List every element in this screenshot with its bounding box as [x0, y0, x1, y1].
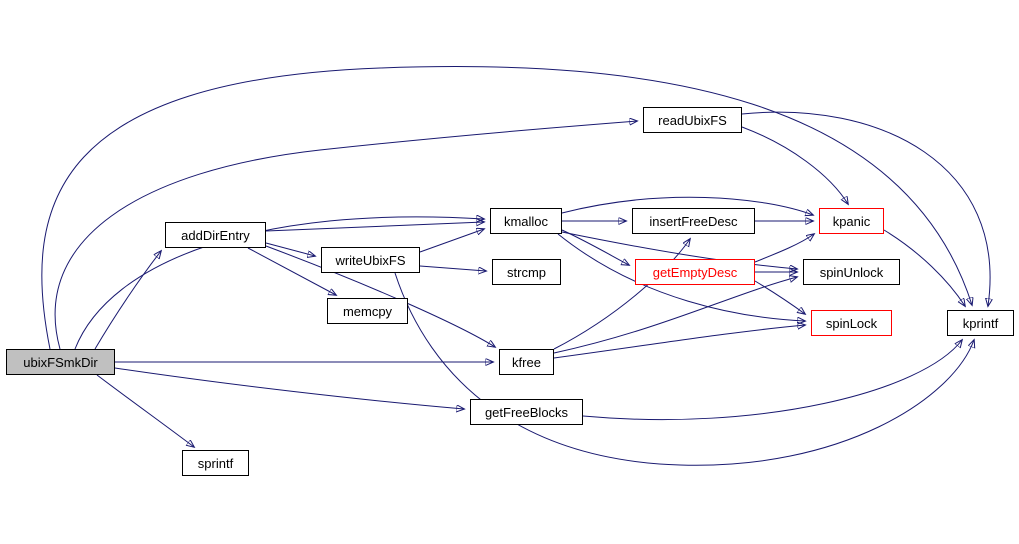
node-getFreeBlocks[interactable]: getFreeBlocks — [470, 399, 583, 425]
edge-readUbixFS-to-kprintf — [741, 111, 990, 306]
node-kprintf[interactable]: kprintf — [947, 310, 1014, 336]
node-spinUnlock[interactable]: spinUnlock — [803, 259, 900, 285]
edge-writeUbixFS-to-kprintf — [394, 272, 974, 466]
edge-ubixFSmkDir-to-sprintf — [96, 374, 194, 447]
edge-kfree-to-insertFreeDesc — [553, 239, 690, 350]
edge-addDirEntry-to-writeUbixFS — [265, 242, 315, 256]
edge-kfree-to-spinLock — [553, 325, 805, 359]
edge-kmalloc-to-spinLock — [557, 233, 805, 321]
node-strcmp[interactable]: strcmp — [492, 259, 561, 285]
edge-addDirEntry-to-kmalloc — [265, 222, 484, 232]
edge-kpanic-to-kprintf — [883, 229, 965, 306]
edge-getFreeBlocks-to-kprintf — [582, 340, 962, 421]
edge-writeUbixFS-to-strcmp — [419, 265, 486, 271]
edge-kmalloc-to-kpanic — [561, 196, 813, 215]
node-kpanic[interactable]: kpanic — [819, 208, 884, 234]
node-kfree[interactable]: kfree — [499, 349, 554, 375]
edge-kfree-to-spinUnlock — [553, 277, 797, 354]
node-addDirEntry[interactable]: addDirEntry — [165, 222, 266, 248]
edge-getEmptyDesc-to-spinLock — [754, 280, 805, 314]
edge-ubixFSmkDir-to-readUbixFS — [54, 121, 637, 350]
edge-getEmptyDesc-to-kpanic — [754, 234, 814, 263]
edge-readUbixFS-to-kpanic — [741, 126, 848, 204]
node-readUbixFS[interactable]: readUbixFS — [643, 107, 742, 133]
edge-ubixFSmkDir-to-addDirEntry — [94, 251, 161, 350]
edge-addDirEntry-to-memcpy — [247, 247, 336, 295]
edge-kmalloc-to-spinUnlock — [561, 231, 797, 269]
node-kmalloc[interactable]: kmalloc — [490, 208, 562, 234]
edge-writeUbixFS-to-kmalloc — [419, 229, 484, 253]
node-sprintf[interactable]: sprintf — [182, 450, 249, 476]
node-getEmptyDesc[interactable]: getEmptyDesc — [635, 259, 755, 285]
node-spinLock[interactable]: spinLock — [811, 310, 892, 336]
edge-ubixFSmkDir-to-getFreeBlocks — [114, 367, 464, 409]
node-insertFreeDesc[interactable]: insertFreeDesc — [632, 208, 755, 234]
edge-ubixFSmkDir-to-kmalloc — [74, 217, 484, 350]
node-memcpy[interactable]: memcpy — [327, 298, 408, 324]
edge-ubixFSmkDir-to-kprintf — [41, 66, 972, 350]
node-writeUbixFS[interactable]: writeUbixFS — [321, 247, 420, 273]
node-ubixFSmkDir[interactable]: ubixFSmkDir — [6, 349, 115, 375]
